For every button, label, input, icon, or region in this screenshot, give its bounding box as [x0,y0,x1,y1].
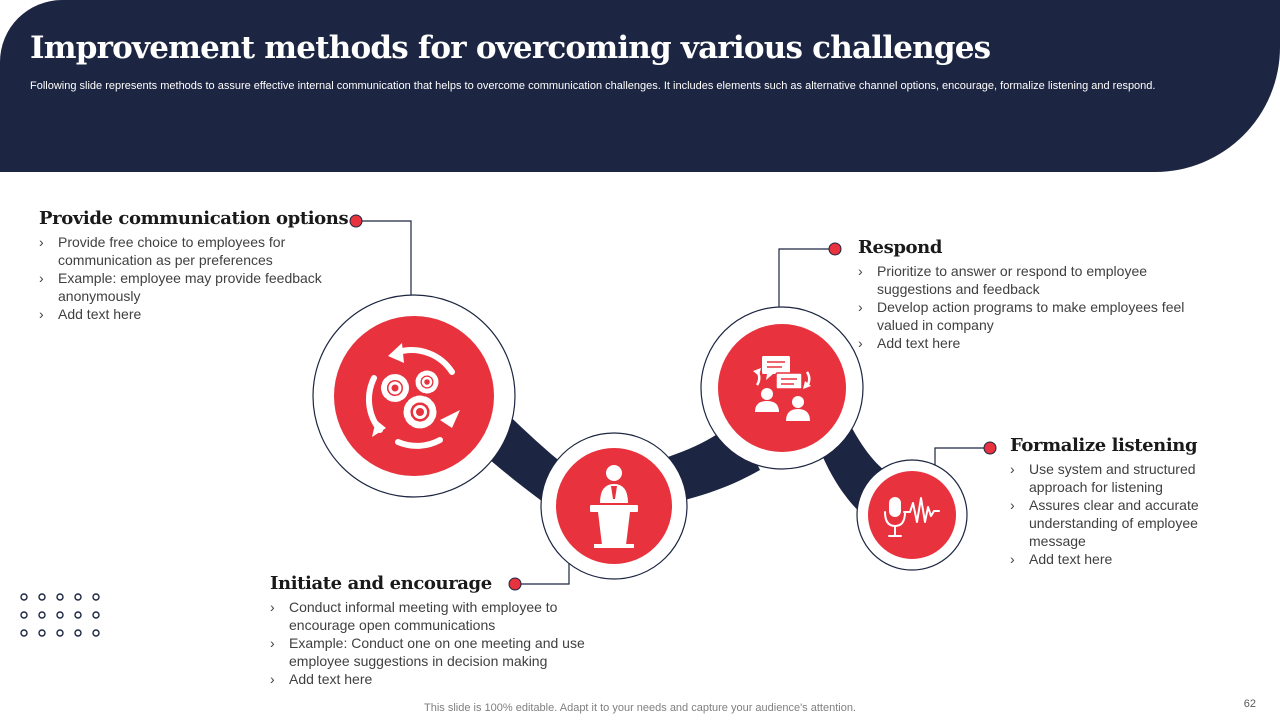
step-bullets-2: ›Conduct informal meeting with employee … [270,598,615,688]
bullet: ›Example: employee may provide feedback … [39,270,322,304]
microphone-soundwave-icon [884,497,940,537]
bullet: ›Prioritize to answer or respond to empl… [858,263,1148,297]
decorative-dot-grid [20,593,100,637]
speaker-podium-icon [590,465,638,548]
step-text-3: Respond ›Prioritize to answer or respond… [858,237,1213,352]
step-circle-1 [312,294,516,498]
chevron-right-icon: › [270,599,275,615]
bullet: ›Add text here [858,335,961,351]
leader-dot-1 [349,214,363,228]
bullet: ›Add text here [270,671,373,687]
bullet: ›Example: Conduct one on one meeting and… [270,635,585,669]
step-title-4: Formalize listening [1010,435,1198,456]
bullet: ›Assures clear and accurate understandin… [1010,497,1199,549]
chevron-right-icon: › [1010,551,1015,567]
gears-cycle-icon [365,343,460,449]
step-bullets-4: ›Use system and structured approach for … [1010,460,1225,568]
chevron-right-icon: › [1010,497,1015,513]
leader-dot-2 [508,577,522,591]
step-title-1: Provide communication options [39,208,349,229]
leader-dots [349,214,997,591]
bullet: ›Provide free choice to employees for co… [39,234,286,268]
leader-lines [357,220,990,585]
step-circle-4 [856,459,968,571]
step-text-2: Initiate and encourage ›Conduct informal… [270,573,615,688]
chevron-right-icon: › [270,635,275,651]
page-number: 62 [1243,698,1256,710]
step-bullets-3: ›Prioritize to answer or respond to empl… [858,262,1213,352]
step-bullets-1: ›Provide free choice to employees for co… [39,233,324,323]
chevron-right-icon: › [270,671,275,687]
bullet: ›Add text here [39,306,142,322]
step-text-1: Provide communication options ›Provide f… [39,208,349,323]
bullet: ›Use system and structured approach for … [1010,461,1196,495]
bullet: ›Develop action programs to make employe… [858,299,1185,333]
chevron-right-icon: › [858,299,863,315]
slide-title: Improvement methods for overcoming vario… [30,30,991,66]
slide-subtitle: Following slide represents methods to as… [30,80,1156,92]
chevron-right-icon: › [39,306,44,322]
step-title-2: Initiate and encourage [270,573,492,594]
step-title-3: Respond [858,237,943,258]
people-conversation-icon [753,356,811,421]
chevron-right-icon: › [1010,461,1015,477]
leader-dot-4 [983,441,997,455]
header-banner: Improvement methods for overcoming vario… [0,0,1280,172]
chevron-right-icon: › [858,263,863,279]
chevron-right-icon: › [39,270,44,286]
chevron-right-icon: › [858,335,863,351]
chevron-right-icon: › [39,234,44,250]
leader-dot-3 [828,242,842,256]
footer-note: This slide is 100% editable. Adapt it to… [424,702,856,714]
bullet: ›Add text here [1010,551,1113,567]
bullet: ›Conduct informal meeting with employee … [270,599,558,633]
step-text-4: Formalize listening ›Use system and stru… [1010,435,1225,568]
